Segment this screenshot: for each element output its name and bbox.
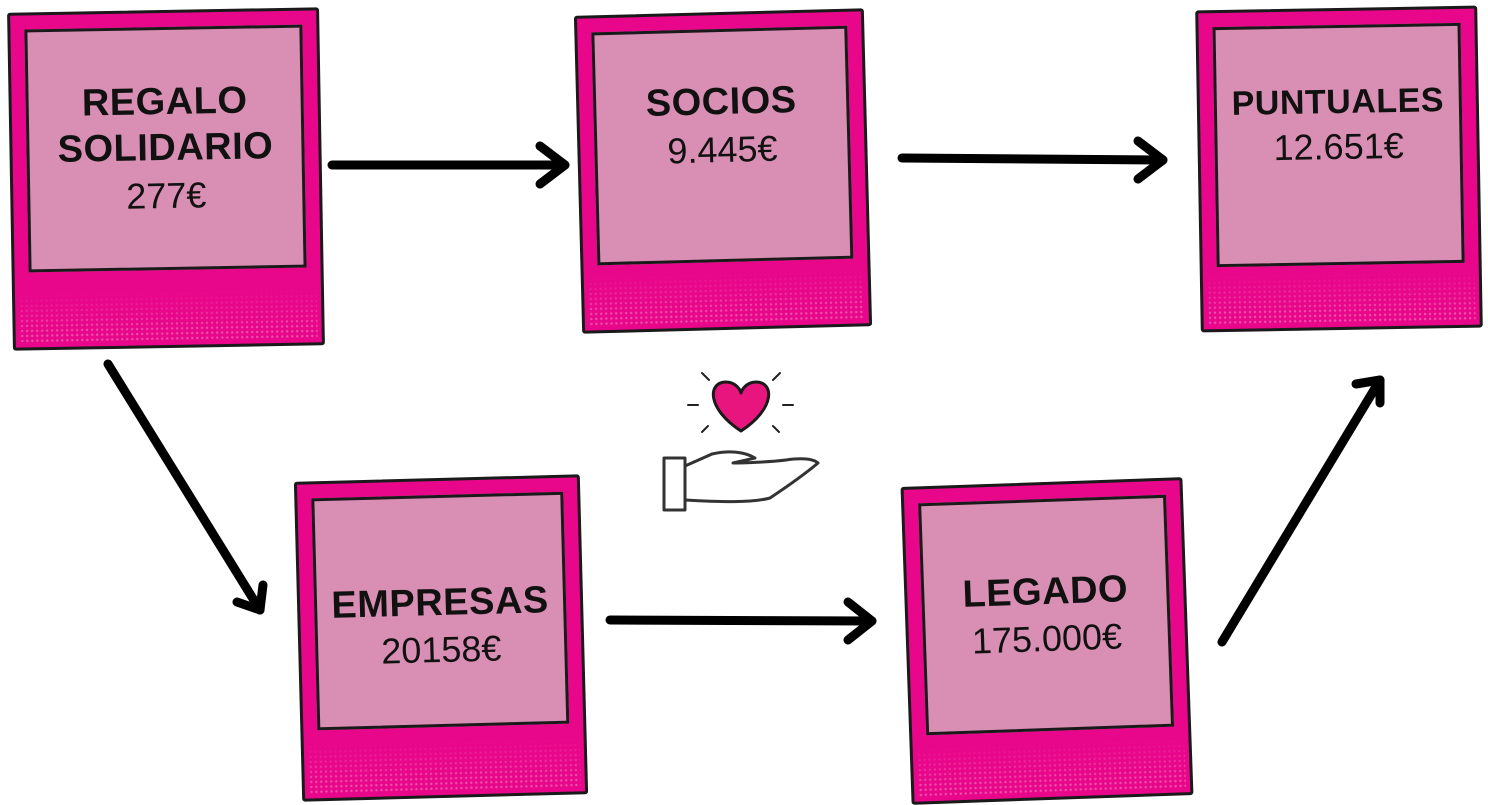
- node-panel: LEGADO 175.000€: [918, 494, 1175, 736]
- heart-hand-icon: [662, 372, 820, 512]
- node-title-line: REGALO: [81, 79, 248, 125]
- node-panel: PUNTUALES 12.651€: [1212, 22, 1465, 268]
- frame-texture: [18, 288, 318, 344]
- node-panel: EMPRESAS 20158€: [311, 491, 570, 731]
- frame-texture: [587, 269, 865, 327]
- node-socios: SOCIOS 9.445€: [573, 8, 873, 334]
- node-puntuales: PUNTUALES 12.651€: [1195, 5, 1483, 333]
- frame-texture: [307, 737, 581, 795]
- node-panel: REGALO SOLIDARIO 277€: [24, 24, 307, 273]
- node-title-line: EMPRESAS: [330, 578, 550, 627]
- node-title-line: SOCIOS: [645, 79, 798, 126]
- node-empresas: EMPRESAS 20158€: [293, 474, 589, 802]
- node-amount: 20158€: [380, 627, 502, 672]
- node-amount: 175.000€: [971, 615, 1123, 662]
- heart-icon: [711, 380, 771, 433]
- arrow-icon-regalo-to-empresas: [103, 359, 268, 615]
- frame-texture: [916, 738, 1187, 798]
- arrow-icon-socios-to-puntuales: [897, 136, 1168, 184]
- arrow-icon-empresas-to-legado: [605, 597, 877, 645]
- arrow-icon-regalo-to-socios: [327, 141, 570, 189]
- node-title-line: LEGADO: [961, 567, 1129, 616]
- node-legado: LEGADO 175.000€: [900, 477, 1194, 805]
- node-amount: 277€: [125, 173, 207, 217]
- node-title-line: SOLIDARIO: [57, 125, 274, 171]
- node-amount: 9.445€: [666, 127, 778, 172]
- arrow-icon-legado-to-puntuales: [1217, 375, 1385, 647]
- node-title-line: PUNTUALES: [1231, 81, 1445, 123]
- node-amount: 12.651€: [1273, 124, 1405, 168]
- node-regalo-solidario: REGALO SOLIDARIO 277€: [7, 7, 325, 351]
- node-panel: SOCIOS 9.445€: [591, 25, 854, 266]
- frame-texture: [1206, 270, 1476, 326]
